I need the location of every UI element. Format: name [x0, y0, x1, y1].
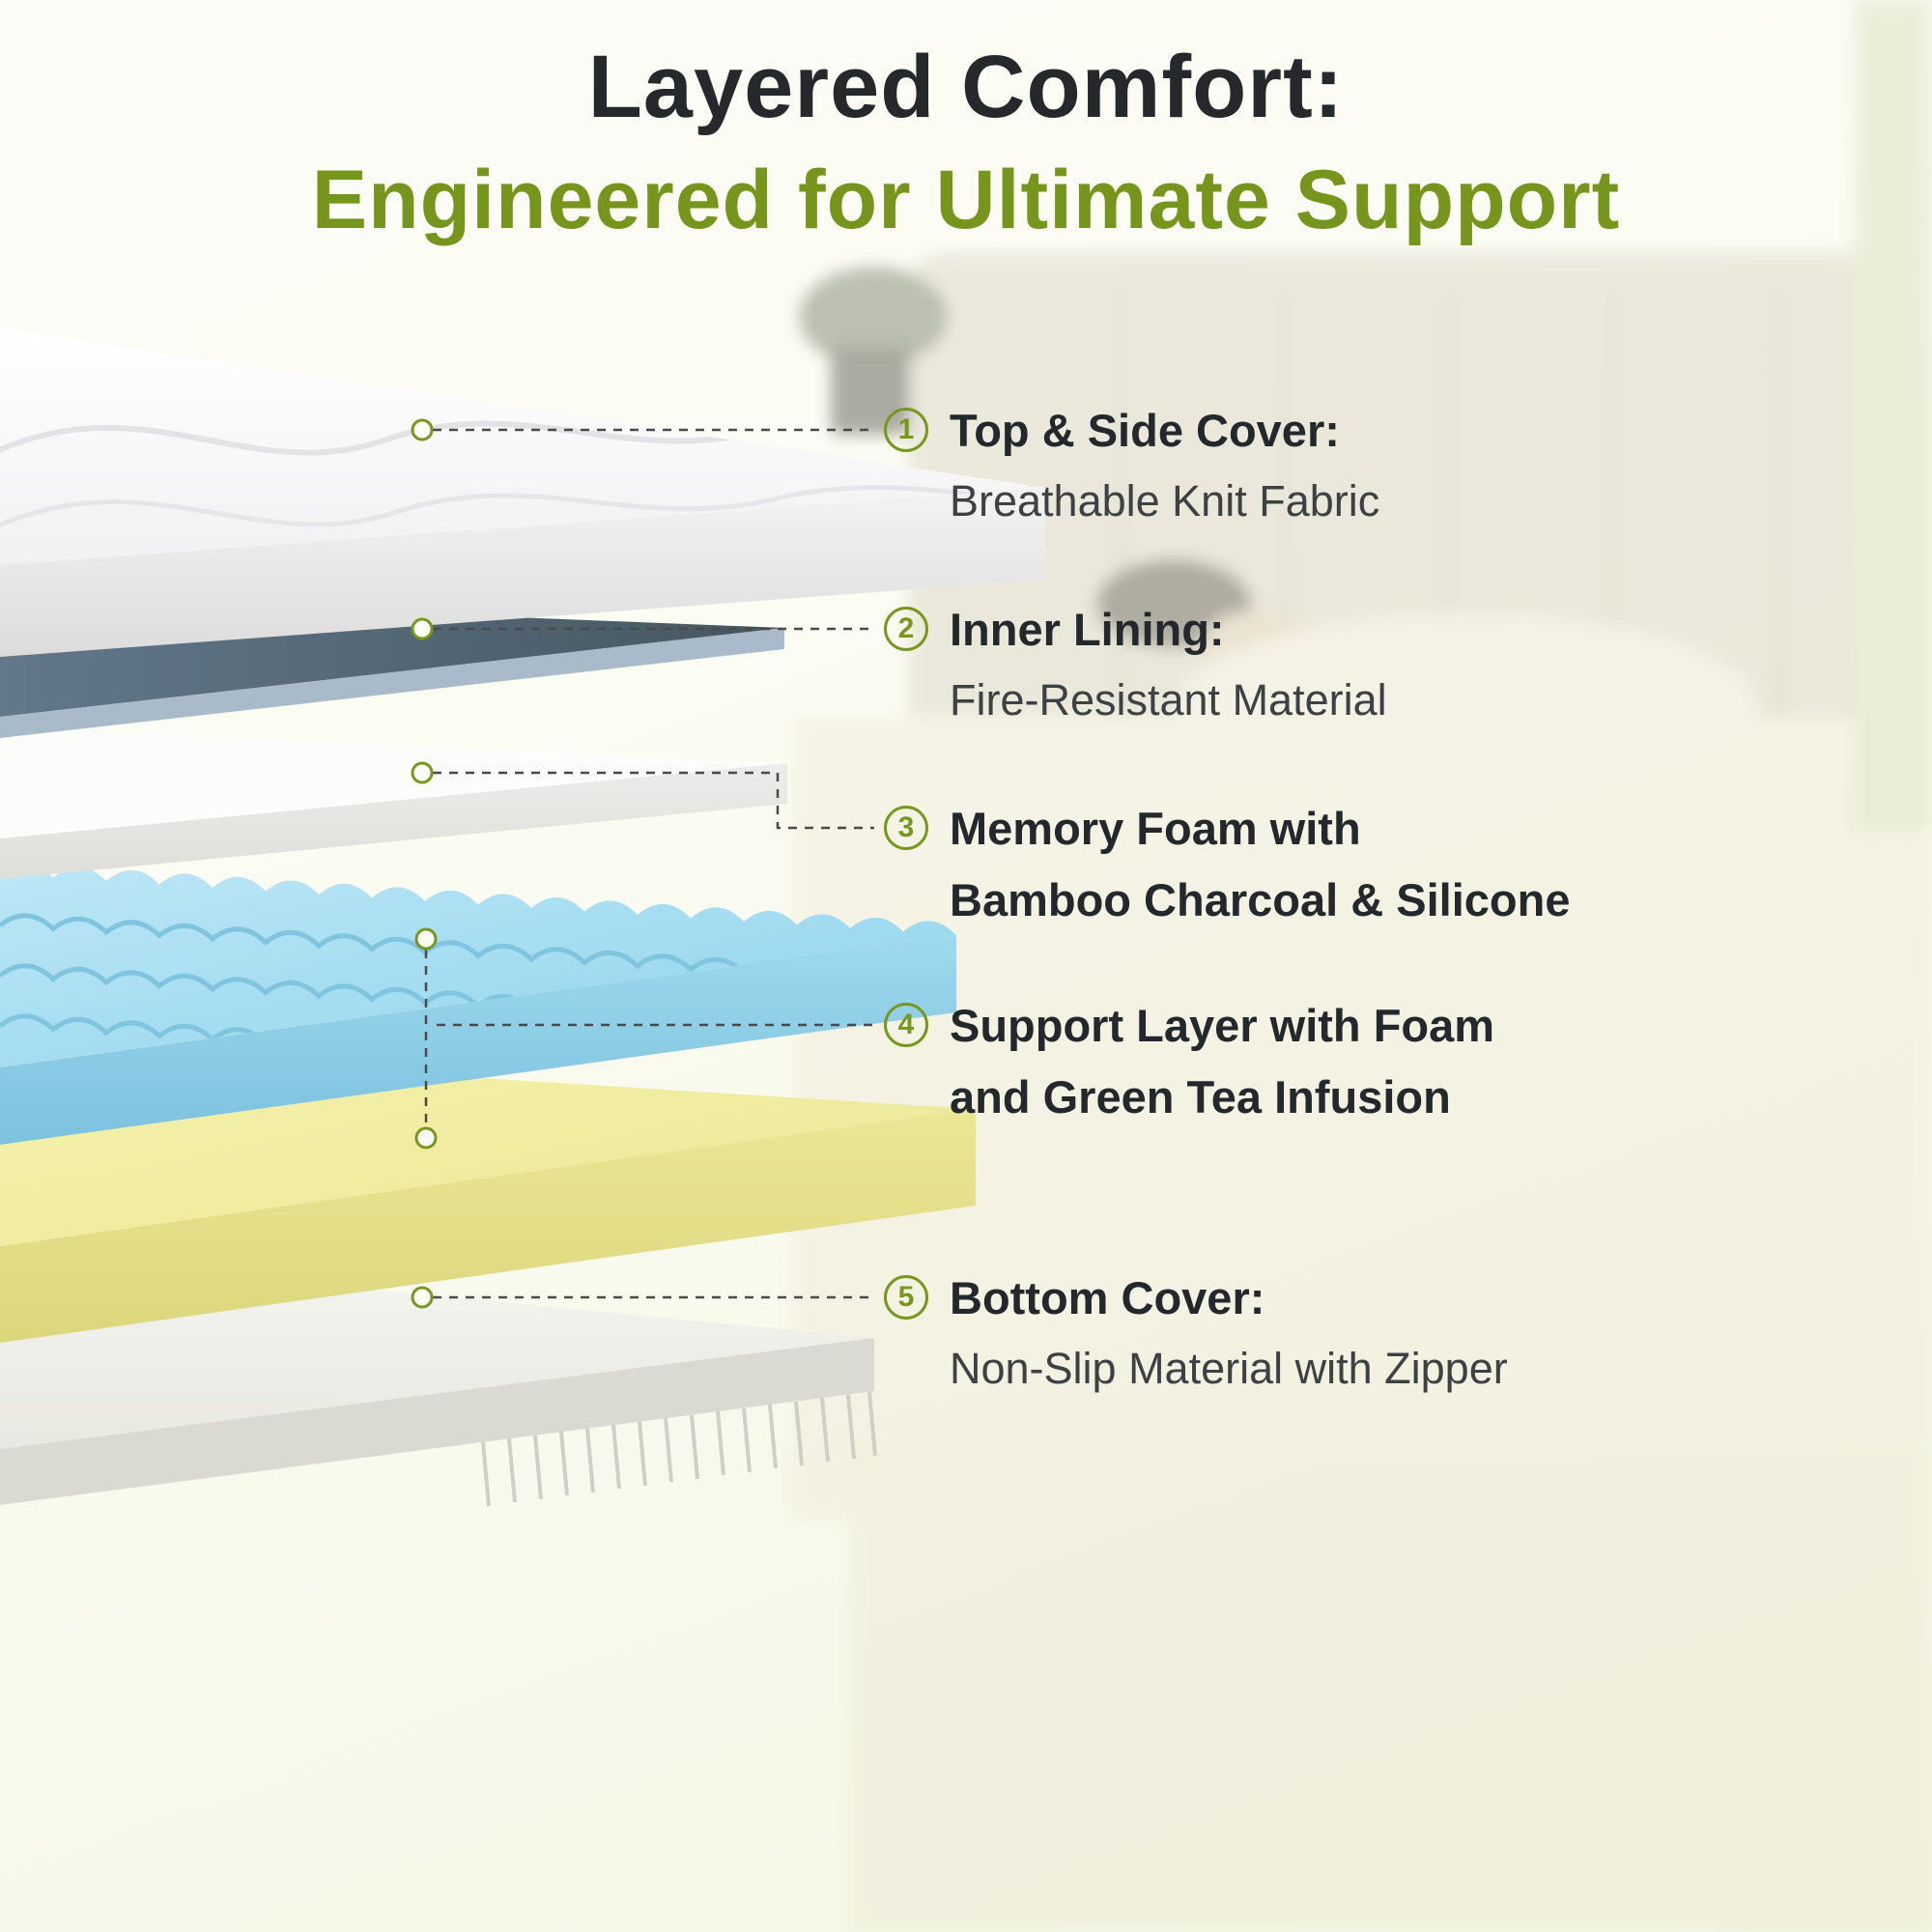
leader-dot-4b [414, 1126, 438, 1150]
callout-title: Bottom Cover: [950, 1271, 1265, 1323]
callout-number-badge: 5 [884, 1275, 928, 1320]
layer-convoluted-foam [0, 863, 956, 1145]
callout-subtitle: and Green Tea Infusion [950, 1070, 1451, 1122]
callout-bottom-cover: 5 Bottom Cover: Non-Slip Material with Z… [884, 1262, 1508, 1405]
callout-number-badge: 4 [884, 1003, 928, 1047]
rug-shape [850, 1449, 1932, 1932]
layer-memory-foam [0, 726, 787, 879]
blue-foam-top-face [0, 863, 956, 1067]
callout-title: Support Layer with Foam [950, 999, 1495, 1051]
background-bedroom-photo [792, 0, 1932, 1932]
callout-subtitle: Non-Slip Material with Zipper [950, 1344, 1508, 1393]
top-cover-side-face [0, 488, 1045, 657]
callout-subtitle-row: Fire-Resistant Material [950, 665, 1387, 736]
callout-number-badge: 2 [884, 607, 928, 651]
callout-number-badge: 1 [884, 408, 928, 452]
bottom-cover-fringe [481, 1391, 877, 1507]
leader-line-3 [433, 771, 874, 830]
callout-title-row: 3 Memory Foam with [884, 792, 1570, 864]
callout-subtitle-row: and Green Tea Infusion [950, 1061, 1494, 1132]
leader-dot-5 [411, 1286, 434, 1309]
callout-inner-lining: 2 Inner Lining: Fire-Resistant Material [884, 593, 1387, 736]
callout-title: Top & Side Cover: [950, 404, 1340, 456]
callout-title: Memory Foam with [950, 802, 1361, 854]
callout-title-row: 1 Top & Side Cover: [884, 394, 1379, 466]
inner-lining-side-face [0, 628, 784, 738]
subtitle: Engineered for Ultimate Support [311, 154, 1621, 246]
leader-lines [424, 428, 874, 1299]
leader-dot-2 [411, 617, 434, 640]
leader-dot-4a [414, 927, 438, 951]
bottom-cover-side-face [0, 1338, 874, 1505]
memory-foam-side-face [0, 763, 787, 879]
callout-subtitle: Bamboo Charcoal & Silicone [950, 873, 1571, 925]
yellow-foam-side-face [0, 1109, 976, 1343]
memory-foam-top-face [0, 726, 787, 838]
leader-dot-3 [411, 761, 434, 784]
top-cover-top-face [0, 328, 1045, 565]
callout-subtitle-row: Non-Slip Material with Zipper [950, 1333, 1508, 1405]
main-title: Layered Comfort: [587, 38, 1345, 136]
leader-dot-1 [411, 418, 434, 441]
callout-title-row: 2 Inner Lining: [884, 593, 1387, 665]
callout-title: Inner Lining: [950, 603, 1225, 655]
callout-memory-foam: 3 Memory Foam with Bamboo Charcoal & Sil… [884, 792, 1570, 935]
bed-shape [792, 717, 1932, 1519]
blue-foam-side-face [0, 935, 956, 1145]
callout-subtitle-row: Bamboo Charcoal & Silicone [950, 864, 1570, 935]
curtain-shape [1855, 0, 1932, 831]
callout-subtitle: Breathable Knit Fabric [950, 476, 1380, 526]
person-body-shape [1179, 613, 1758, 797]
callout-support-layer: 4 Support Layer with Foam and Green Tea … [884, 989, 1494, 1132]
callout-title-row: 5 Bottom Cover: [884, 1262, 1508, 1333]
callout-top-cover: 1 Top & Side Cover: Breathable Knit Fabr… [884, 394, 1379, 537]
callout-number-badge: 3 [884, 806, 928, 850]
callout-subtitle: Fire-Resistant Material [950, 675, 1387, 724]
callout-title-row: 4 Support Layer with Foam [884, 989, 1494, 1061]
callout-subtitle-row: Breathable Knit Fabric [950, 466, 1379, 537]
leader-dots [411, 418, 438, 1309]
plant-shape [799, 267, 950, 367]
